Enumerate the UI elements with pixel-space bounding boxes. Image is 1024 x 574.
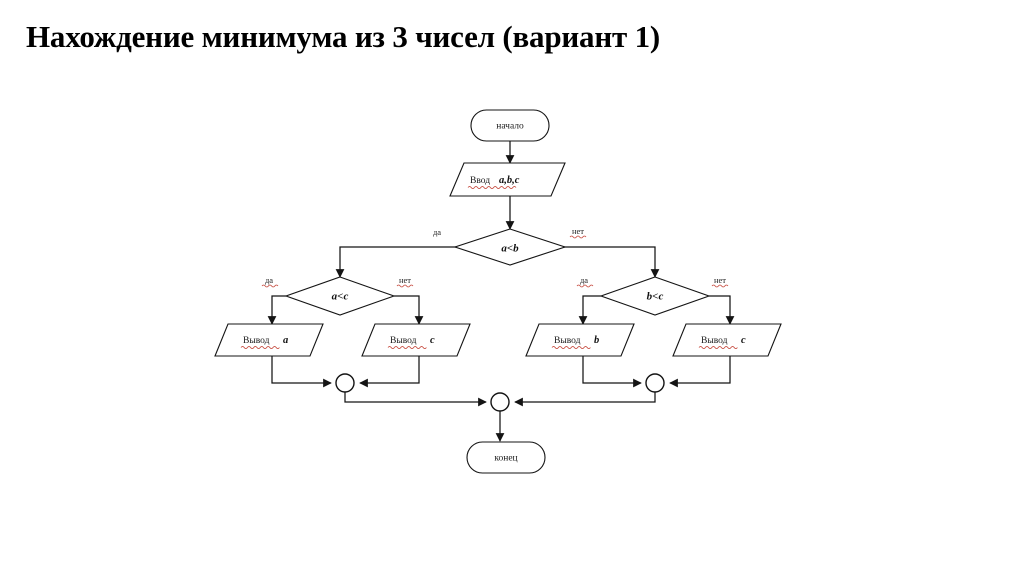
node-out-b-spellcheck-underline (551, 345, 591, 350)
branch-label-ac-yes: да (265, 275, 273, 285)
node-merge-right[interactable] (645, 373, 665, 393)
branch-label-ab-no: нет (572, 226, 584, 236)
node-out-a-spellcheck-underline (240, 345, 280, 350)
node-merge-left[interactable] (335, 373, 355, 393)
node-out-c-right-spellcheck-underline (698, 345, 738, 350)
branch-ac-yes-underline (261, 284, 279, 288)
edge-out-c-left-to-merge-left (359, 356, 420, 388)
edge-ab-no-to-bc (564, 246, 660, 278)
node-out-c-right-word: Вывод (701, 336, 728, 346)
node-out-c-right-vars: c (741, 335, 746, 346)
edge-out-b-to-merge-right (582, 356, 642, 388)
node-out-b[interactable]: Вывод b (525, 323, 635, 357)
node-end-label: конец (494, 454, 517, 464)
edge-merge-left-to-merge-bottom (344, 392, 487, 407)
edge-bc-yes-to-out-b (578, 295, 601, 325)
branch-label-ac-no: нет (399, 275, 411, 285)
edge-ab-yes-to-ac (335, 246, 456, 278)
branch-label-bc-no: нет (714, 275, 726, 285)
node-cond-ac[interactable]: a<c (284, 276, 396, 316)
node-input-spellcheck-underline (467, 185, 517, 190)
node-cond-bc-label: b<c (647, 291, 664, 303)
node-cond-ab-label: a<b (501, 243, 519, 255)
node-out-b-vars: b (594, 335, 599, 346)
node-cond-bc[interactable]: b<c (599, 276, 711, 316)
node-input-vars: a,b,c (499, 175, 520, 186)
edge-out-c-right-to-merge-right (669, 356, 731, 388)
node-out-c-right[interactable]: Вывод c (672, 323, 782, 357)
branch-ac-no-underline (396, 284, 414, 288)
branch-bc-yes-underline (576, 284, 594, 288)
page-title: Нахождение минимума из 3 чисел (вариант … (26, 19, 661, 54)
node-start[interactable]: начало (470, 109, 550, 142)
node-out-a-word: Вывод (243, 336, 270, 346)
edge-bc-no-to-out-c-right (709, 295, 735, 325)
node-merge-bottom[interactable] (490, 392, 510, 412)
node-out-a-vars: a (283, 335, 288, 346)
node-end[interactable]: конец (466, 441, 546, 474)
node-start-label: начало (496, 122, 524, 132)
node-out-c-left-word: Вывод (390, 336, 417, 346)
node-out-a[interactable]: Вывод a (214, 323, 324, 357)
node-out-c-left[interactable]: Вывод c (361, 323, 471, 357)
node-input-word: Ввод (470, 176, 490, 186)
node-out-c-left-vars: c (430, 335, 435, 346)
branch-label-ab-yes: да (433, 227, 441, 237)
edge-ac-no-to-out-c-left (394, 295, 424, 325)
branch-bc-no-underline (711, 284, 729, 288)
edge-ac-yes-to-out-a (267, 295, 286, 325)
node-input[interactable]: Ввод a,b,c (449, 162, 566, 197)
branch-ab-no-underline (569, 235, 587, 239)
node-cond-ab[interactable]: a<b (453, 228, 567, 266)
edge-out-a-to-merge-left (271, 356, 332, 388)
edge-merge-right-to-merge-bottom (514, 392, 656, 407)
node-out-b-word: Вывод (554, 336, 581, 346)
branch-label-bc-yes: да (580, 275, 588, 285)
node-cond-ac-label: a<c (332, 291, 349, 303)
node-out-c-left-spellcheck-underline (387, 345, 427, 350)
